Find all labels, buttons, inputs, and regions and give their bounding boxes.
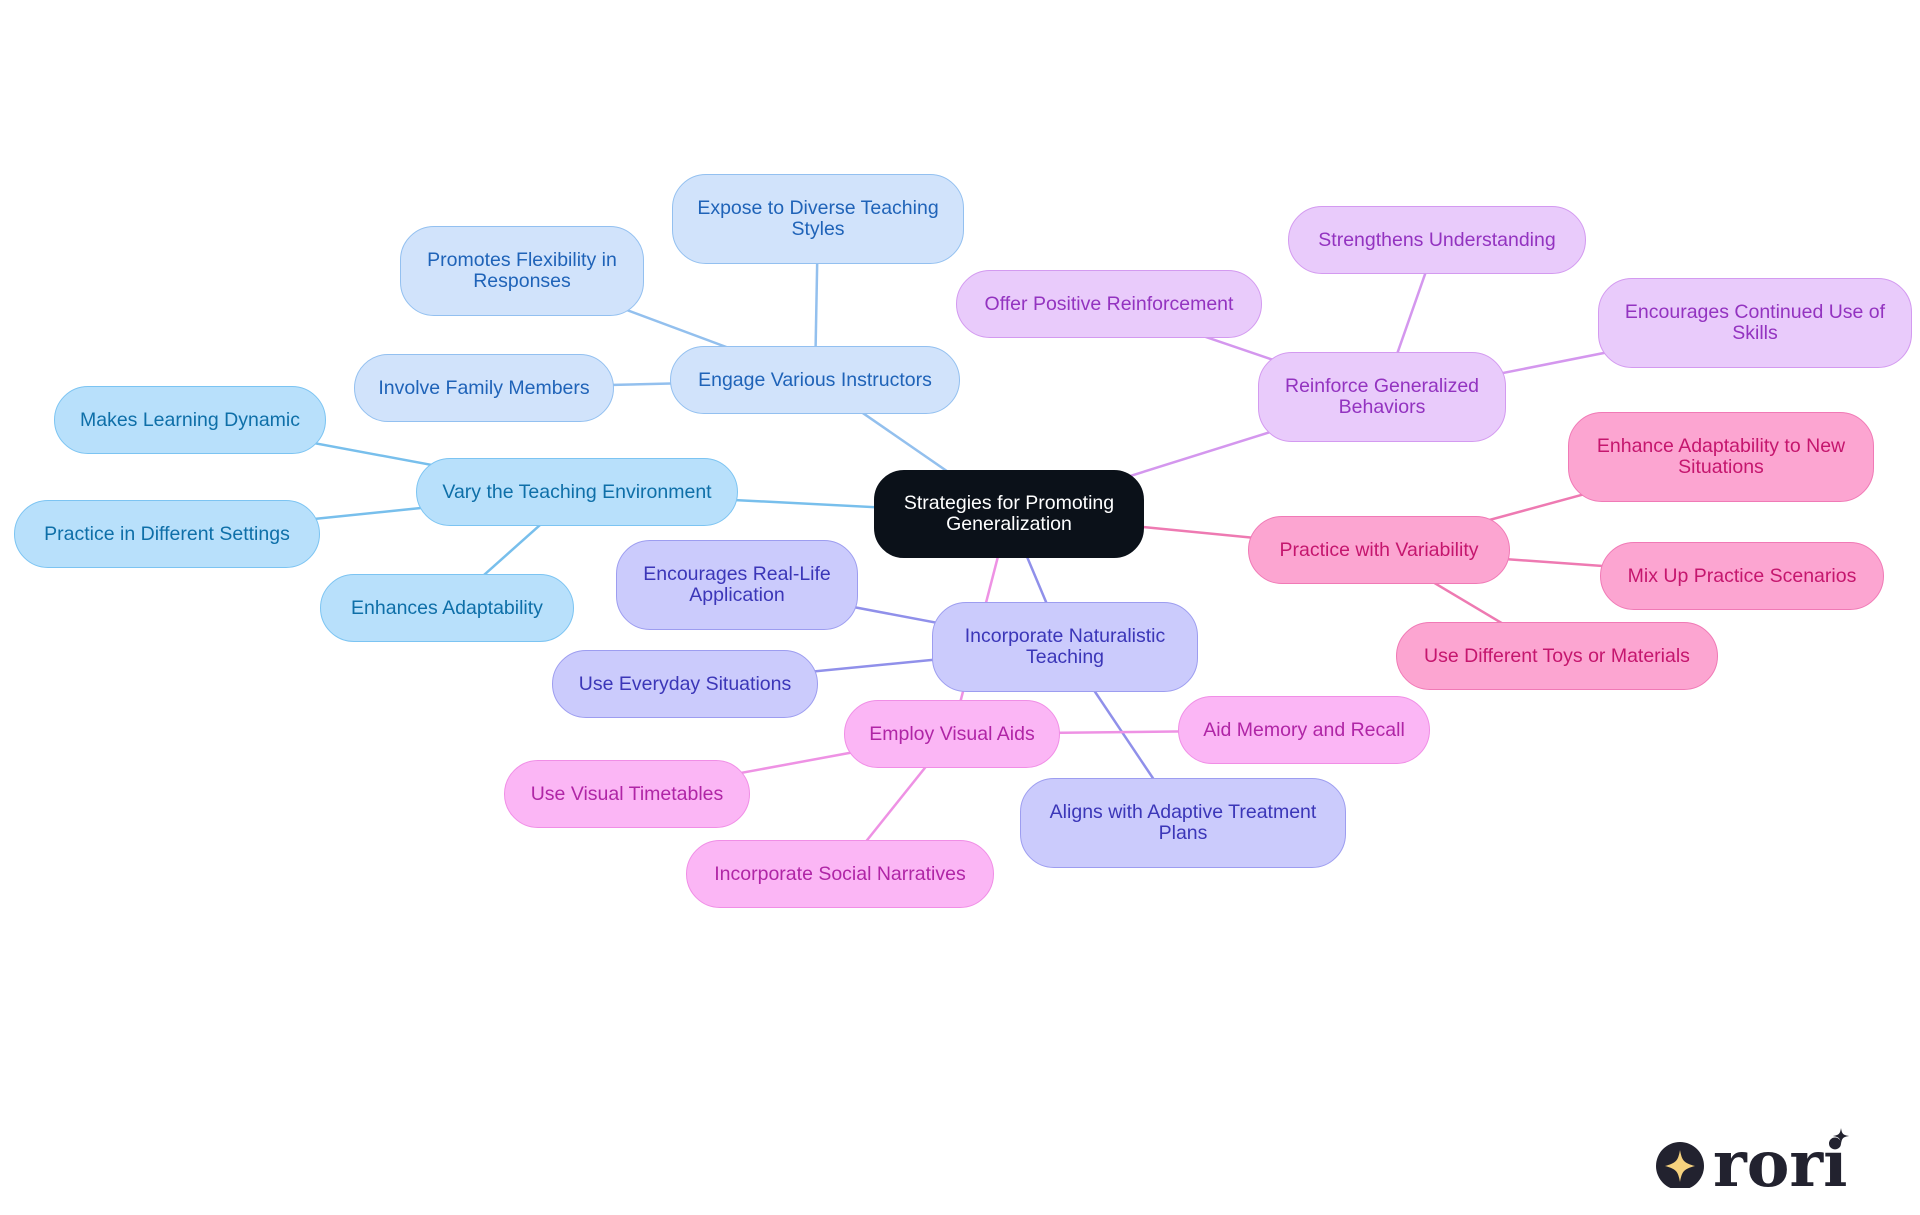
leaf-mix-up-practice-scenarios[interactable]: Mix Up Practice Scenarios [1600, 542, 1884, 610]
leaf-label: Makes Learning Dynamic [79, 408, 300, 431]
leaf-label: Offer Positive Reinforcement [984, 292, 1234, 315]
leaf-offer-positive-reinforcement[interactable]: Offer Positive Reinforcement [956, 270, 1262, 338]
leaf-use-visual-timetables[interactable]: Use Visual Timetables [504, 760, 750, 828]
leaf-use-different-toys-or-materials[interactable]: Use Different Toys or Materials [1396, 622, 1718, 690]
leaf-label: Involve Family Members [378, 376, 590, 399]
leaf-label: Encourages Real-Life Application [643, 563, 831, 606]
branch-label: Employ Visual Aids [869, 722, 1035, 745]
branch-vary-the-teaching-environment[interactable]: Vary the Teaching Environment [416, 458, 738, 526]
leaf-enhances-adaptability[interactable]: Enhances Adaptability [320, 574, 574, 642]
root-label: Strategies for Promoting Generalization [903, 492, 1115, 535]
leaf-label: Strengthens Understanding [1318, 228, 1556, 251]
leaf-label: Practice in Different Settings [44, 522, 290, 545]
leaf-label: Use Everyday Situations [578, 672, 792, 695]
leaf-label: Encourages Continued Use of Skills [1624, 301, 1886, 344]
branch-label: Practice with Variability [1279, 538, 1479, 561]
leaf-use-everyday-situations[interactable]: Use Everyday Situations [552, 650, 818, 718]
leaf-enhance-adaptability-to-new-situations[interactable]: Enhance Adaptability to New Situations [1568, 412, 1874, 502]
rori-logo: rori [1656, 1128, 1849, 1188]
branch-incorporate-naturalistic-teaching[interactable]: Incorporate Naturalistic Teaching [932, 602, 1198, 692]
branch-label: Incorporate Naturalistic Teaching [964, 625, 1166, 668]
leaf-label: Incorporate Social Narratives [714, 862, 966, 885]
leaf-practice-in-different-settings[interactable]: Practice in Different Settings [14, 500, 320, 568]
leaf-involve-family-members[interactable]: Involve Family Members [354, 354, 614, 422]
leaf-aligns-with-adaptive-treatment-plans[interactable]: Aligns with Adaptive Treatment Plans [1020, 778, 1346, 868]
leaf-label: Mix Up Practice Scenarios [1627, 564, 1857, 587]
leaf-label: Enhance Adaptability to New Situations [1596, 435, 1846, 478]
branch-label: Vary the Teaching Environment [442, 480, 712, 503]
root-node[interactable]: Strategies for Promoting Generalization [874, 470, 1144, 558]
leaf-expose-to-diverse-teaching-styles[interactable]: Expose to Diverse Teaching Styles [672, 174, 964, 264]
leaf-label: Aligns with Adaptive Treatment Plans [1049, 801, 1317, 844]
branch-reinforce-generalized-behaviors[interactable]: Reinforce Generalized Behaviors [1258, 352, 1506, 442]
leaf-label: Promotes Flexibility in Responses [427, 249, 617, 292]
branch-practice-with-variability[interactable]: Practice with Variability [1248, 516, 1510, 584]
branch-label: Reinforce Generalized Behaviors [1284, 375, 1480, 418]
leaf-incorporate-social-narratives[interactable]: Incorporate Social Narratives [686, 840, 994, 908]
leaf-promotes-flexibility-in-responses[interactable]: Promotes Flexibility in Responses [400, 226, 644, 316]
leaf-label: Enhances Adaptability [351, 596, 543, 619]
branch-label: Engage Various Instructors [698, 368, 932, 391]
leaf-makes-learning-dynamic[interactable]: Makes Learning Dynamic [54, 386, 326, 454]
leaf-label: Aid Memory and Recall [1203, 718, 1405, 741]
leaf-label: Expose to Diverse Teaching Styles [697, 197, 939, 240]
logo-wordmark: rori [1713, 1128, 1847, 1188]
leaf-strengthens-understanding[interactable]: Strengthens Understanding [1288, 206, 1586, 274]
leaf-aid-memory-and-recall[interactable]: Aid Memory and Recall [1178, 696, 1430, 764]
leaf-label: Use Visual Timetables [530, 782, 724, 805]
branch-employ-visual-aids[interactable]: Employ Visual Aids [844, 700, 1060, 768]
leaf-encourages-real-life-application[interactable]: Encourages Real-Life Application [616, 540, 858, 630]
logo-small-sparkle-icon [1833, 1128, 1849, 1144]
branch-engage-various-instructors[interactable]: Engage Various Instructors [670, 346, 960, 414]
leaf-label: Use Different Toys or Materials [1424, 644, 1690, 667]
leaf-encourages-continued-use-of-skills[interactable]: Encourages Continued Use of Skills [1598, 278, 1912, 368]
sparkle-icon [1665, 1150, 1695, 1182]
